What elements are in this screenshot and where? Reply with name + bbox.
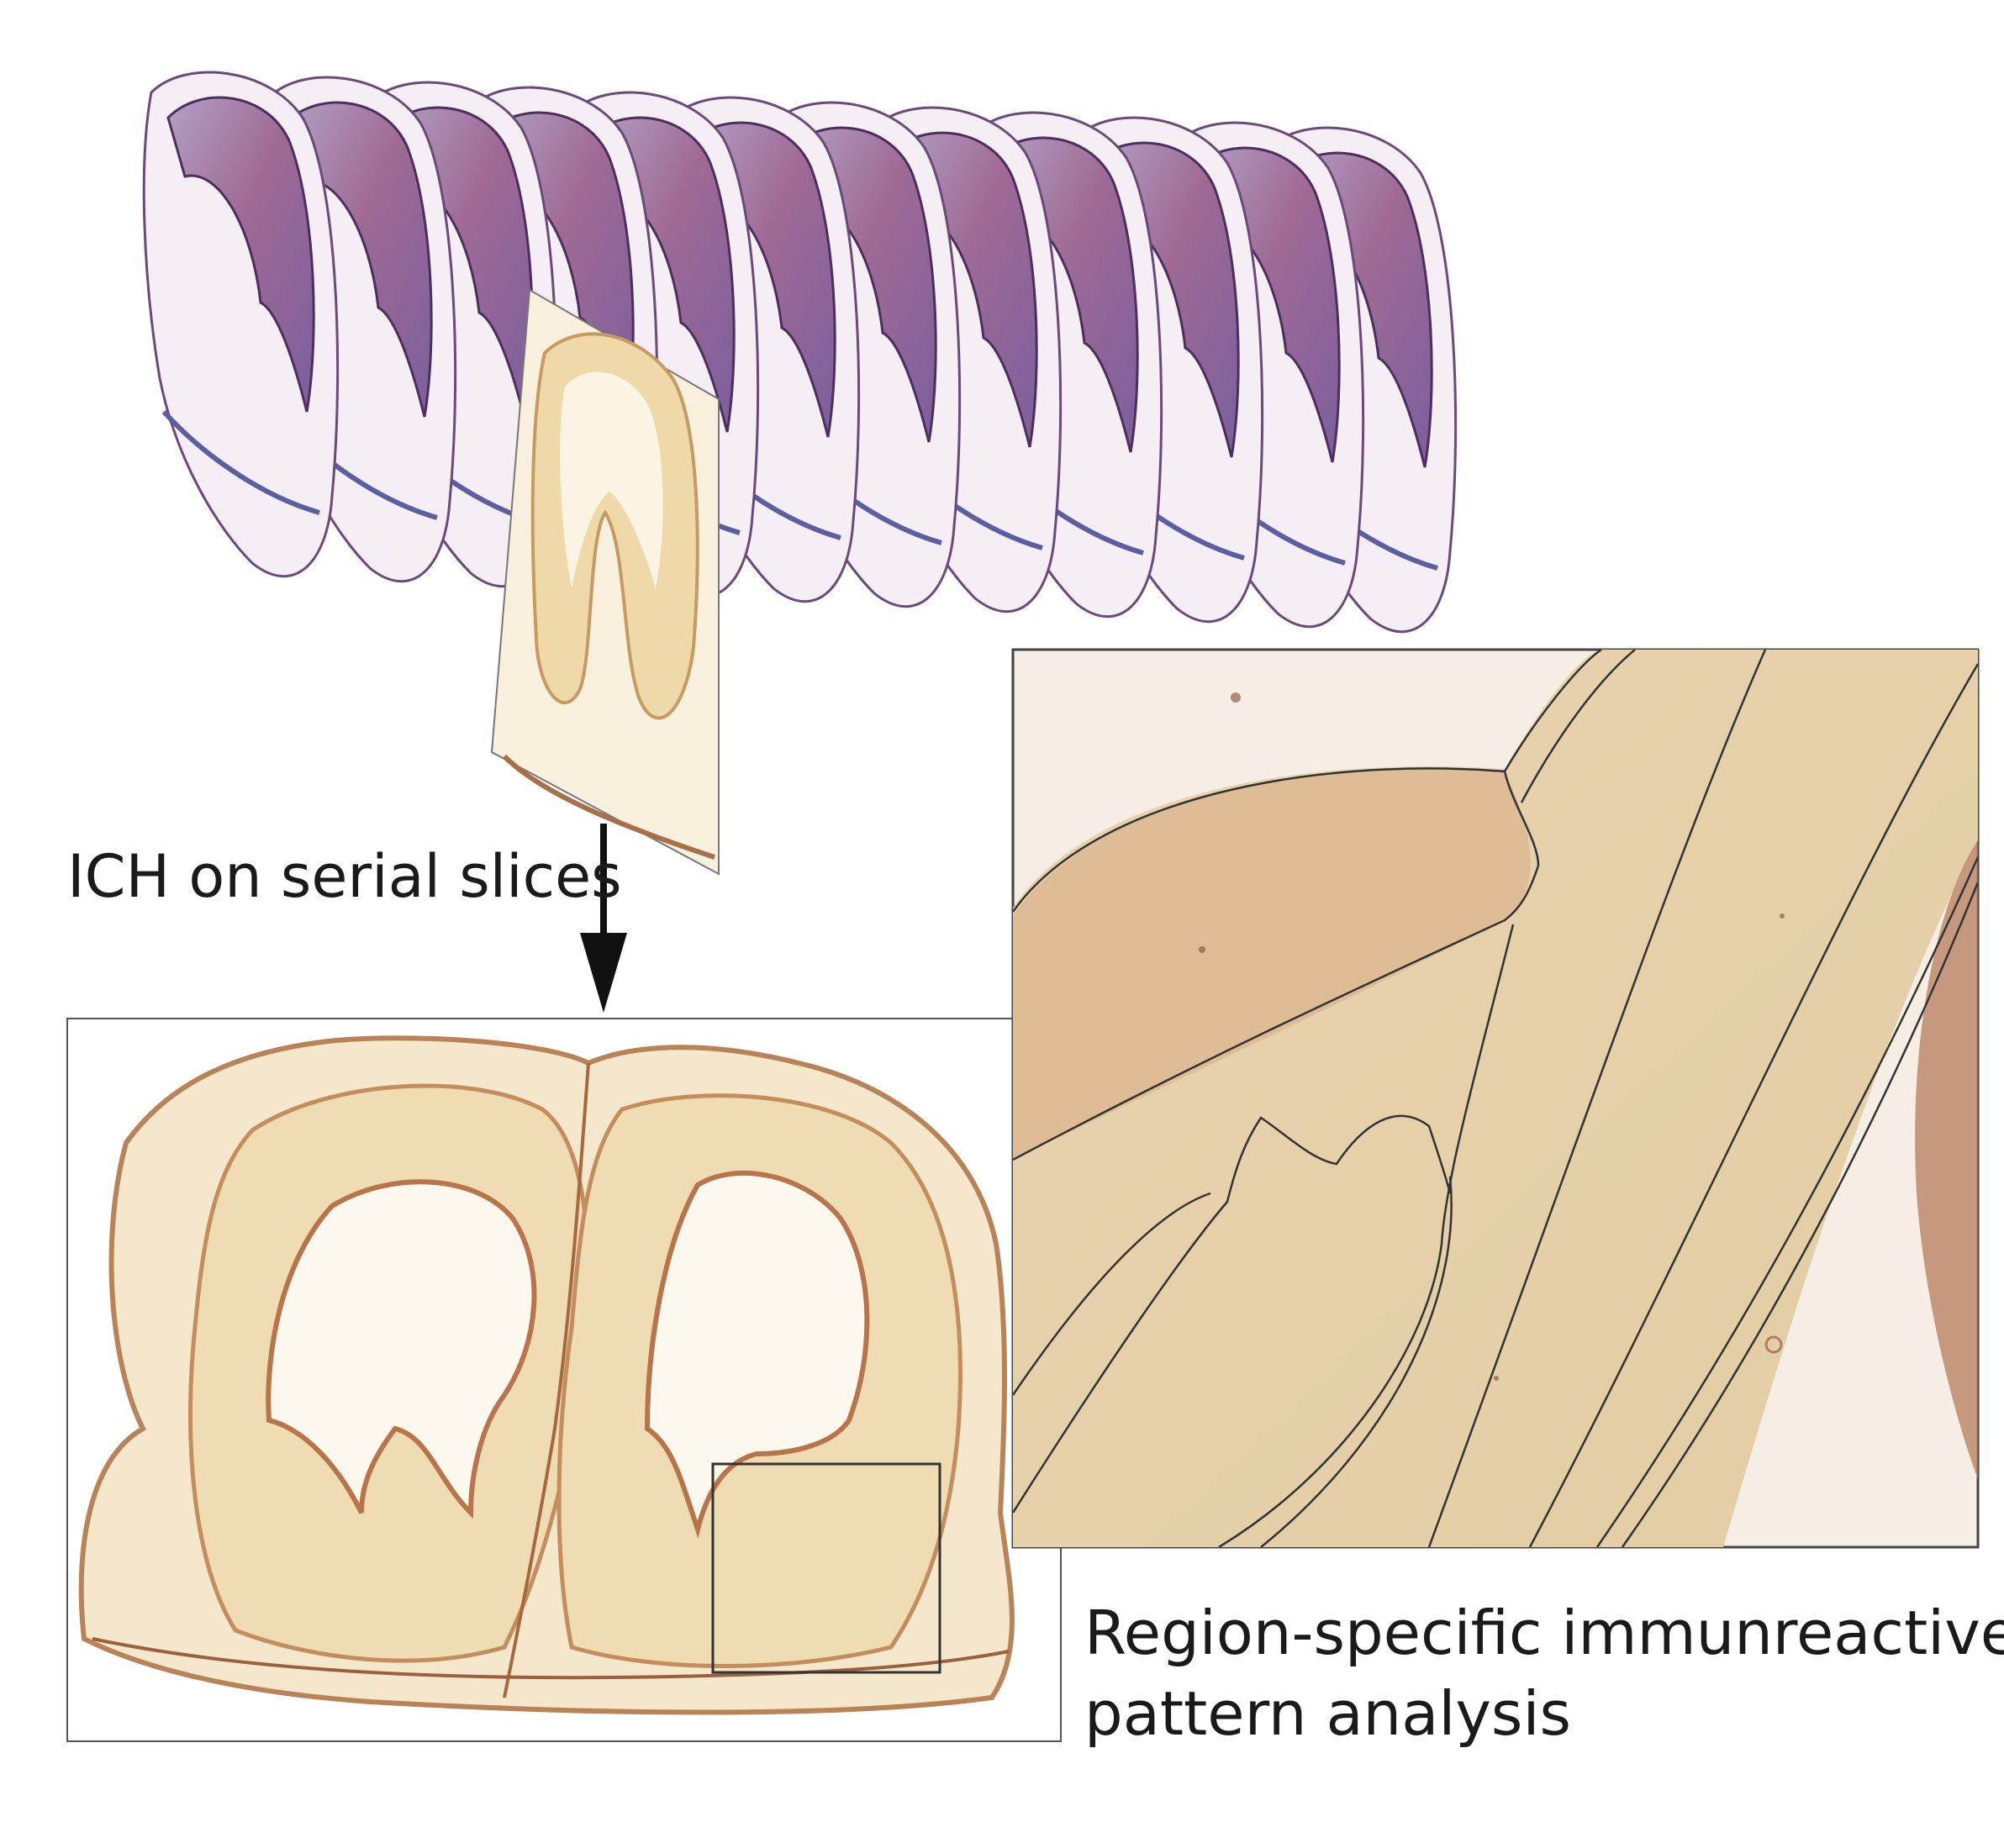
down-arrow-icon (580, 824, 627, 1013)
zoom-region-box (711, 1462, 941, 1674)
serial-slice (142, 71, 340, 578)
analysis-caption-line-1: Region-specific immunreactive (1084, 1598, 2004, 1668)
analysis-caption: Region-specific immunreactive pattern an… (1084, 1593, 2004, 1754)
ihc-slice-in-stack (490, 288, 720, 876)
serial-slice-stack (142, 71, 1458, 634)
analysis-caption-line-2: pattern analysis (1084, 1678, 1571, 1749)
ihc-section-panel (66, 1018, 1062, 1742)
zoomed-region-panel (1011, 648, 1980, 1549)
process-step-label: ICH on serial slices (67, 842, 622, 911)
